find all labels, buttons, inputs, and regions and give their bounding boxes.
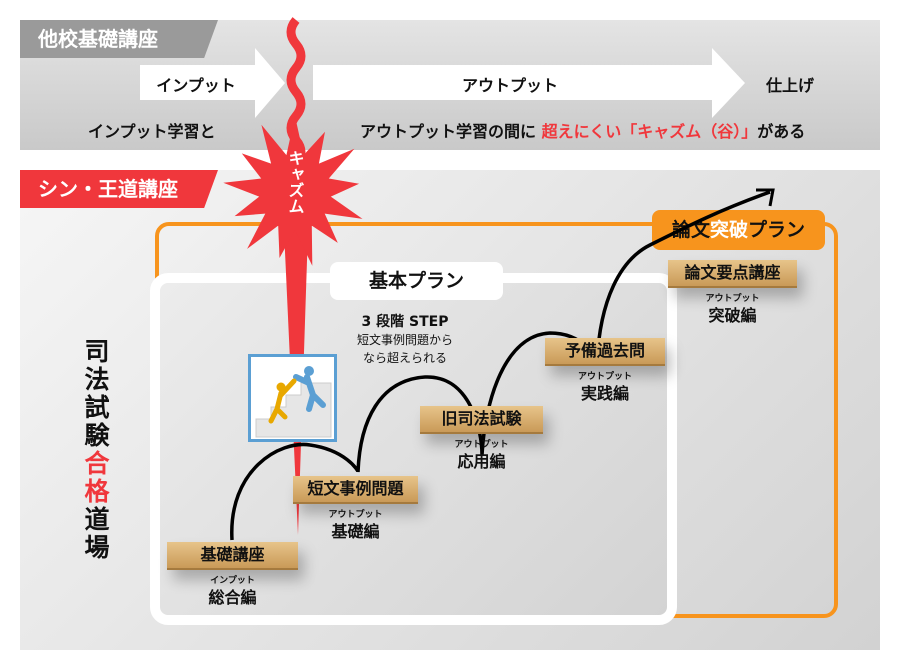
step-level: 突破編: [708, 306, 757, 325]
chasm-label: キャズム: [282, 150, 308, 219]
step-block: 基礎講座: [167, 542, 298, 570]
statement-highlight: 超えにくい「キャズム（谷）」: [541, 122, 758, 141]
step-level: 総合編: [208, 588, 257, 607]
output-arrow: [313, 48, 745, 118]
basic-plan-label: 基本プラン: [330, 262, 503, 300]
step-note-line2: なら超えられる: [362, 351, 447, 365]
step-type: アウトプット: [454, 440, 509, 450]
step-type: インプット: [210, 576, 255, 586]
step-level: 実践編: [580, 384, 629, 403]
vertical-title-part2: 道場: [84, 505, 110, 562]
advanced-plan-label: 論文突破プラン: [652, 210, 825, 250]
other-school-label: 他校基礎講座: [20, 20, 218, 58]
statement-part1: インプット学習と: [88, 122, 216, 141]
step-path-curve: [230, 190, 771, 541]
up-arrow-head: [756, 188, 775, 207]
chasm-label-text: キャズム: [285, 150, 305, 214]
step-note-title: 3 段階 STEP: [361, 314, 449, 330]
step-type: アウトプット: [328, 510, 383, 520]
step-block: 旧司法試験: [420, 406, 543, 434]
chasm-starburst: [223, 116, 363, 266]
statement-part2: アウトプット学習の間に: [360, 122, 537, 141]
step-level: 基礎編: [331, 522, 380, 541]
helping-hand-stairs-image: [248, 354, 337, 442]
step-note-line1: 短文事例問題から: [356, 333, 453, 347]
vertical-title-highlight: 合格: [84, 449, 110, 506]
statement-part3: がある: [757, 122, 806, 141]
finish-label: 仕上げ: [765, 76, 814, 95]
vertical-title-part1: 司法試験: [84, 337, 110, 450]
step-block: 短文事例問題: [293, 476, 418, 504]
step-type: アウトプット: [577, 372, 632, 382]
step-type: アウトプット: [705, 294, 760, 304]
step-block: 予備過去問: [545, 338, 665, 366]
input-arrow: [140, 48, 285, 118]
advanced-label-highlight: 突破: [709, 219, 748, 241]
advanced-label-part1: 論文: [671, 219, 710, 241]
input-arrow-label: インプット: [156, 76, 236, 95]
step-block: 論文要点講座: [668, 260, 797, 288]
vertical-title: 司法試験合格道場: [82, 338, 112, 562]
statement-rest: アウトプット学習の間に 超えにくい「キャズム（谷）」がある: [360, 118, 805, 142]
step-level: 応用編: [457, 452, 506, 471]
shin-course-label: シン・王道講座: [20, 170, 218, 208]
output-arrow-label: アウトプット: [461, 76, 558, 95]
step-note: 3 段階 STEP 短文事例問題から なら超えられる: [335, 313, 475, 367]
advanced-label-part2: プラン: [748, 219, 806, 241]
